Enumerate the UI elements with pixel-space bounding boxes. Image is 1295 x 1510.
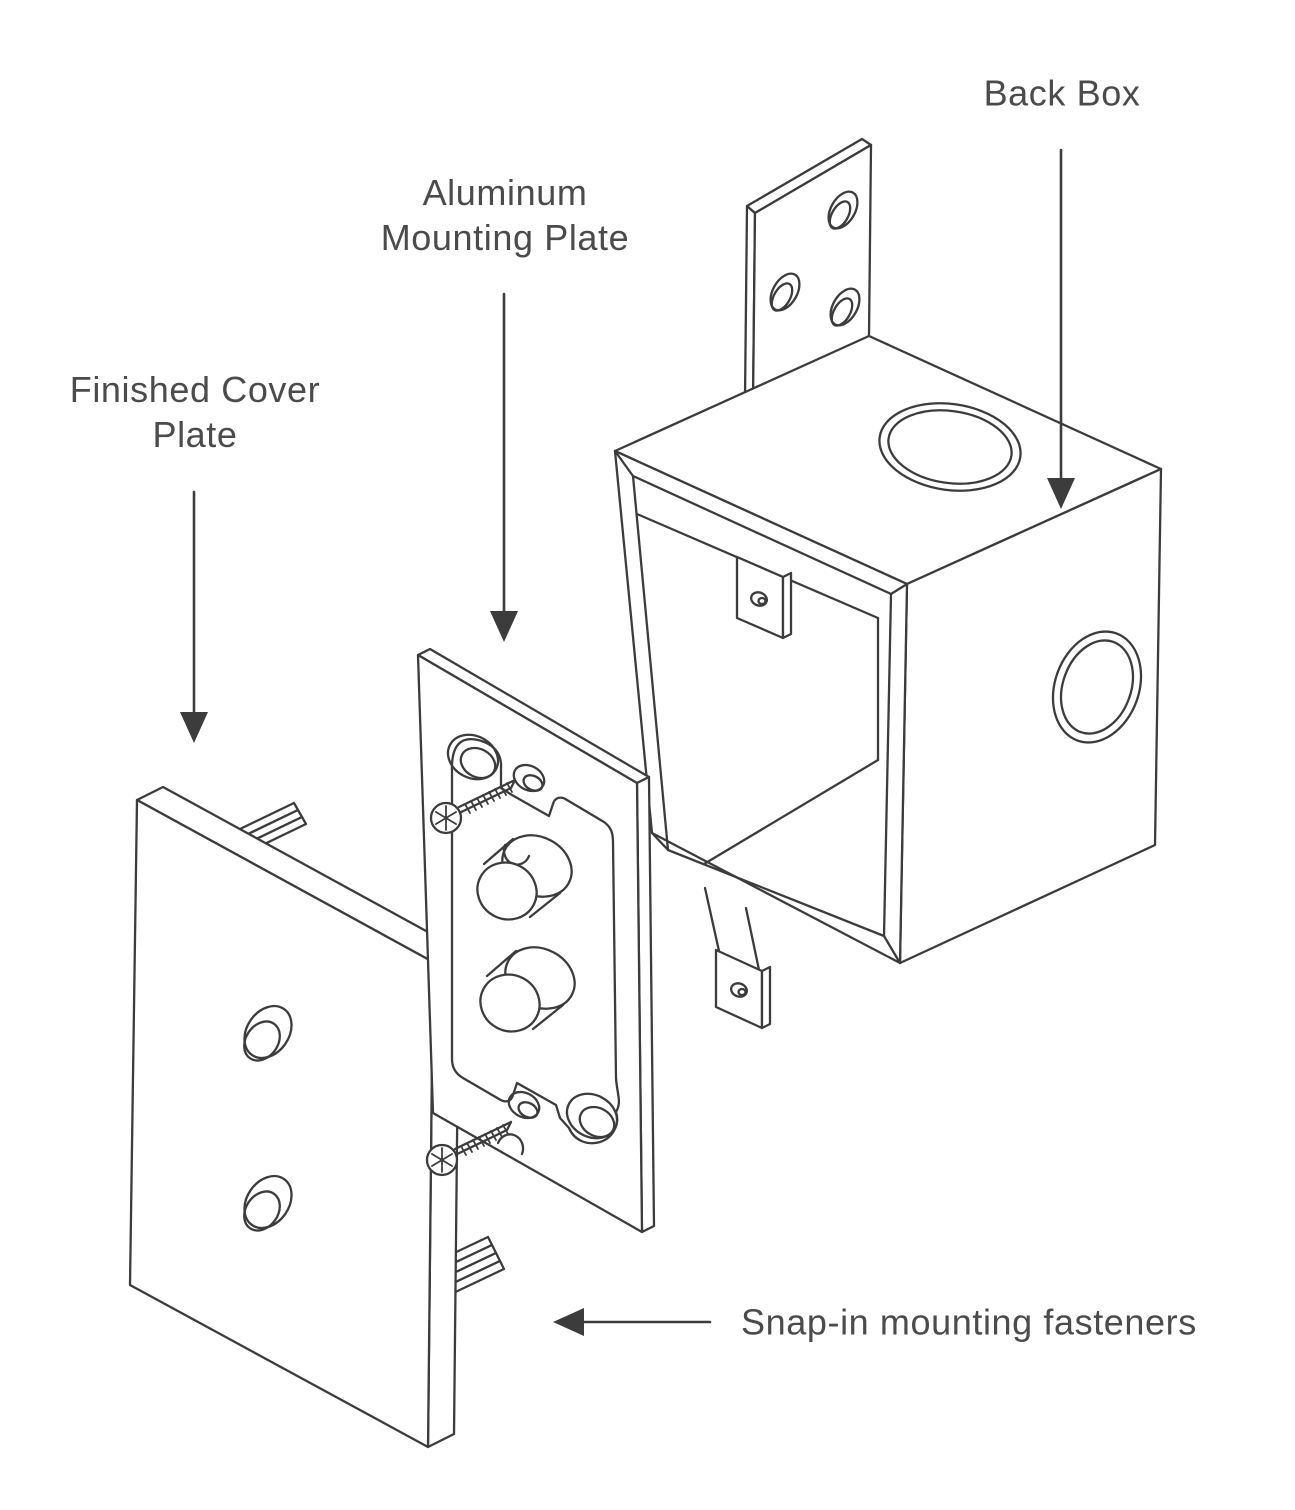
screw-bottom-threads (461, 1125, 508, 1155)
cover-plate-arrowhead-icon (180, 712, 208, 743)
mounting-plate-arrow (490, 294, 518, 642)
finished-cover-plate-label: Finished Cover Plate (70, 367, 321, 457)
box-interior-floor-edge (704, 760, 878, 864)
snap-in-fasteners-label: Snap-in mounting fasteners (741, 1301, 1197, 1343)
screw-bottom-shaft (451, 1122, 511, 1157)
top-tab-side (783, 573, 791, 638)
finished-cover-plate-label-line2: Plate (152, 414, 238, 455)
post-top-barrel (467, 852, 546, 930)
plate-bump-bottom (498, 1134, 523, 1154)
bottom-tab-neck (705, 888, 759, 970)
aluminum-mounting-plate-label: Aluminum Mounting Plate (381, 170, 630, 260)
side-knockout-inner (1049, 630, 1146, 743)
aluminum-mounting-plate-label-line1: Aluminum (422, 172, 588, 213)
top-knockout-inner (884, 403, 1017, 492)
cover-face (130, 800, 433, 1447)
mounting-plate-arrowhead-icon (490, 611, 518, 642)
plate-post-bottom (470, 935, 585, 1041)
cover-hole-bottom-countersink (237, 1185, 287, 1238)
cover-hole-bottom (235, 1167, 302, 1237)
callout-arrows (180, 150, 1075, 1336)
back-box-arrowhead-icon (1047, 478, 1075, 509)
bracket-hole-1-countersink (826, 198, 855, 232)
screw-bottom-drive (432, 1148, 452, 1172)
cover-plate-arrow (180, 492, 208, 743)
post-bottom-sides (487, 951, 563, 1029)
mounting-screw-top (431, 780, 515, 833)
bracket-hole-3-countersink (828, 295, 857, 329)
mounting-screw-bottom (427, 1122, 511, 1175)
cover-hole-top (235, 997, 302, 1067)
top-knockout-outer (874, 395, 1027, 500)
bottom-tab-side (762, 967, 770, 1028)
plate-cutout (452, 739, 619, 1143)
aluminum-mounting-plate-label-line2: Mounting Plate (380, 217, 630, 258)
back-box-bracket (745, 139, 871, 404)
lip-corner-joins (615, 451, 907, 963)
box-top-screw-tab (737, 557, 791, 638)
screw-top-threads (465, 783, 512, 813)
post-bottom-barrel (470, 964, 549, 1042)
snap-in-arrow (553, 1308, 710, 1336)
side-knockout-outer (1038, 619, 1156, 755)
plate-corner-hole-bottom-countersink (575, 1101, 620, 1143)
plate-post-top (467, 823, 582, 929)
aluminum-mounting-plate (418, 649, 654, 1232)
plate-corner-hole-top-countersink (456, 742, 501, 784)
finished-cover-plate-label-line1: Finished Cover (69, 369, 321, 410)
plate-ear-hole-top-countersink (521, 772, 545, 794)
post-top-sides (484, 839, 560, 917)
screw-top-drive (436, 806, 456, 830)
screw-top-shaft (455, 780, 515, 815)
plate-ear-hole-bottom-countersink (516, 1099, 540, 1121)
bracket-hole-2-countersink (768, 280, 797, 314)
snap-in-arrowhead-icon (553, 1308, 584, 1336)
back-box (615, 139, 1161, 1028)
back-box-label: Back Box (983, 72, 1141, 114)
box-bottom-screw-tab (705, 888, 770, 1028)
bottom-tab-screw-hole-inner (739, 989, 746, 995)
back-box-arrow (1047, 150, 1075, 509)
cover-hole-top-countersink (237, 1015, 287, 1068)
top-tab-screw-hole-inner (759, 598, 766, 604)
